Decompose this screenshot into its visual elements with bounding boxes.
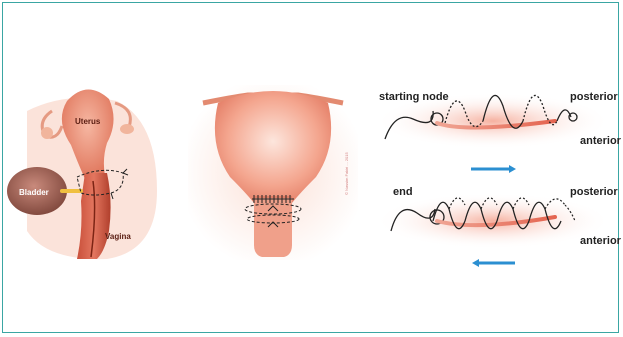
anatomy-panel: Uterus Bladder Vagina [7, 81, 167, 261]
technique-top-schematic [375, 93, 611, 173]
uterus-label: Uterus [75, 117, 100, 126]
anterior-label-top: anterior [580, 135, 621, 147]
starting-node-label: starting node [379, 91, 449, 103]
technique-bottom-schematic [375, 193, 611, 267]
suture-closeup-panel: © Nassim Fakiri ... 2015 [188, 85, 358, 260]
posterior-label-bottom: posterior [570, 186, 618, 198]
suture-closeup-illustration [188, 85, 358, 260]
posterior-label-top: posterior [570, 91, 618, 103]
anterior-label-bottom: anterior [580, 235, 621, 247]
figure-frame: Uterus Bladder Vagina [2, 2, 619, 333]
anatomy-illustration [7, 81, 167, 261]
bladder-label: Bladder [19, 188, 49, 197]
copyright-watermark: © Nassim Fakiri ... 2015 [344, 152, 349, 195]
end-label: end [393, 186, 413, 198]
technique-panel: starting node posterior anterior end pos… [375, 81, 617, 271]
vagina-label: Vagina [105, 232, 131, 241]
